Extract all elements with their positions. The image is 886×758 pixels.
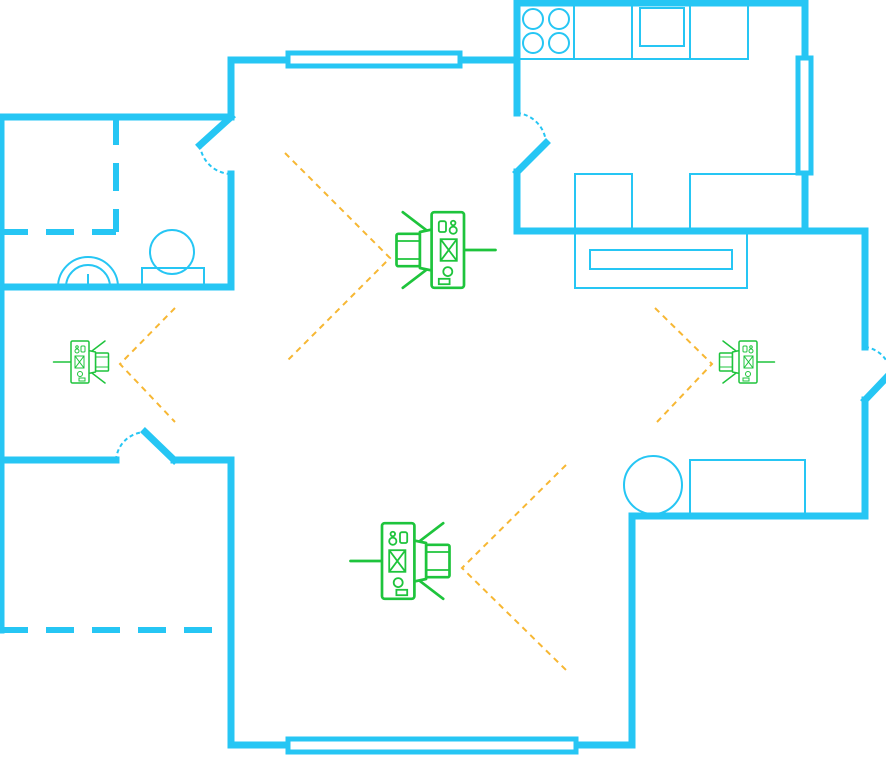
fov-bottom-camera (460, 464, 567, 671)
round-chair (623, 455, 683, 515)
door-arc-kitchen (516, 112, 547, 144)
door-leaf-bathroom (195, 112, 236, 150)
partition-walls (0, 117, 231, 633)
fov-left-camera (118, 307, 176, 423)
kitchen-cabinet-right (689, 173, 806, 232)
table (689, 459, 806, 517)
wall-bedroom-north-east (170, 456, 235, 634)
door-leaf-east (860, 373, 886, 405)
door-leaf-kitchen (512, 138, 551, 177)
camera-icon (395, 210, 497, 290)
door-swings (115, 112, 886, 461)
window-kitchen-east (795, 55, 814, 176)
camera-fields-of-view (118, 152, 714, 671)
door-arc-east (864, 346, 886, 361)
door-leaf-bedroom (140, 427, 179, 465)
kitchen-island-top (589, 249, 733, 270)
dining-fixtures (623, 455, 806, 517)
camera-icon (52, 340, 110, 384)
door-arc-bathroom (199, 144, 232, 175)
bathroom-fixtures (57, 229, 205, 288)
sink-icon (639, 7, 685, 47)
door-arc-bedroom (115, 431, 146, 461)
fov-right-camera (654, 307, 714, 423)
wall-living-east-upper (801, 227, 869, 351)
wall-living-southwest (227, 396, 869, 749)
stove-icon (522, 8, 570, 54)
window-south (285, 736, 579, 755)
fov-top-camera (284, 152, 392, 361)
camera-icon (718, 340, 776, 384)
kitchen-fixtures (516, 2, 806, 289)
wall-kitchen (513, 0, 809, 235)
camera-icon (349, 521, 451, 601)
toilet-icon (141, 229, 205, 288)
wall-living-north (227, 56, 521, 121)
kitchen-island (574, 230, 748, 289)
kitchen-cabinet-left (574, 173, 633, 232)
window-north (285, 50, 463, 69)
sink-icon (57, 256, 119, 288)
windows (285, 50, 814, 755)
